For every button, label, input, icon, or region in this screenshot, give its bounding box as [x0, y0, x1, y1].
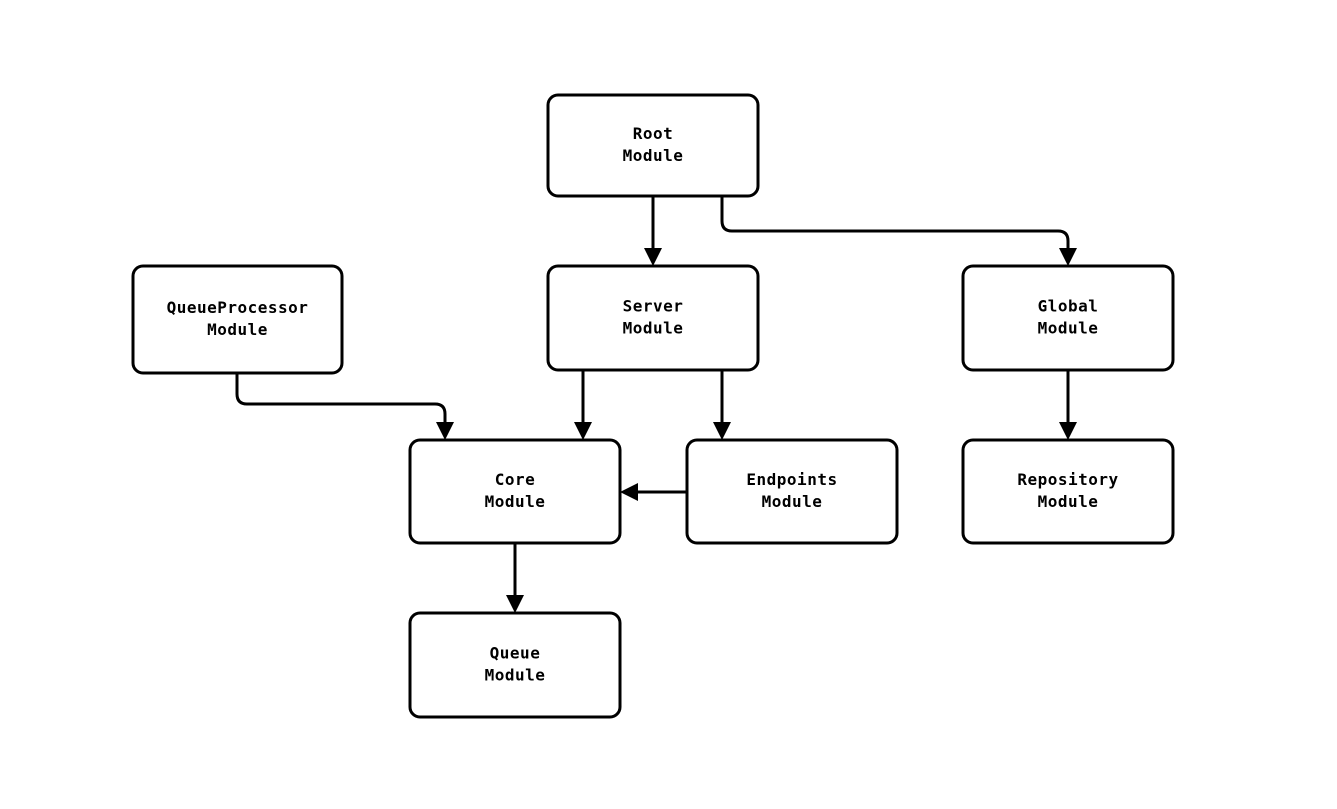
arrowhead-icon [713, 422, 731, 440]
node-global[interactable]: GlobalModuleGlobal Module [961, 264, 1175, 372]
node-box-root[interactable] [546, 93, 760, 198]
node-box-server[interactable] [546, 264, 760, 372]
edge-global-to-repository: Global Module to Repository Module [1059, 370, 1077, 440]
node-root[interactable]: RootModuleRoot Module [546, 93, 760, 198]
node-queue[interactable]: QueueModuleQueue Module [408, 611, 622, 719]
node-label-core-line1: Core [495, 470, 536, 489]
node-label-global-line1: Global [1038, 297, 1099, 316]
node-box-core[interactable] [408, 438, 622, 545]
node-box-repository[interactable] [961, 438, 1175, 545]
node-label-repository-line1: Repository [1017, 470, 1118, 489]
node-label-core-line2: Module [485, 492, 546, 511]
edge-core-to-queue: Core Module to Queue Module [506, 543, 524, 613]
node-queueprocessor[interactable]: QueueProcessorModuleQueueProcessor Modul… [131, 264, 344, 375]
arrowhead-icon [620, 483, 638, 501]
node-repository[interactable]: RepositoryModuleRepository Module [961, 438, 1175, 545]
node-label-queue-line2: Module [485, 666, 546, 685]
edge-server-to-core: Server Module to Core Module [574, 370, 592, 440]
arrowhead-icon [506, 595, 524, 613]
node-label-endpoints-line1: Endpoints [746, 470, 837, 489]
node-label-queueprocessor-line2: Module [207, 320, 268, 339]
node-core[interactable]: CoreModuleCore Module [408, 438, 622, 545]
node-endpoints[interactable]: EndpointsModuleEndpoints Module [685, 438, 899, 545]
edge-queueprocessor-to-core: QueueProcessor Module to Core Module [235, 373, 454, 440]
node-label-server-line2: Module [623, 319, 684, 338]
edge-line-queueprocessor-to-core [235, 373, 447, 430]
arrowhead-icon [1059, 422, 1077, 440]
node-label-global-line2: Module [1038, 319, 1099, 338]
edge-server-to-endpoints: Server Module to Endpoints Module [713, 370, 731, 440]
nodes-layer: RootModuleRoot ModuleQueueProcessorModul… [131, 93, 1175, 719]
edge-endpoints-to-core: Endpoints Module to Core Module [620, 483, 687, 501]
arrowhead-icon [574, 422, 592, 440]
node-box-queue[interactable] [408, 611, 622, 719]
node-label-queue-line1: Queue [490, 644, 541, 663]
node-box-queueprocessor[interactable] [131, 264, 344, 375]
node-label-endpoints-line2: Module [762, 492, 823, 511]
arrowhead-icon [436, 422, 454, 440]
node-label-server-line1: Server [623, 297, 684, 316]
arrowhead-icon [644, 248, 662, 266]
node-box-global[interactable] [961, 264, 1175, 372]
edge-root-to-global: Root Module to Global Module [720, 196, 1077, 266]
arrowhead-icon [1059, 248, 1077, 266]
node-label-queueprocessor-line1: QueueProcessor [167, 298, 309, 317]
node-box-endpoints[interactable] [685, 438, 899, 545]
node-label-root-line1: Root [633, 124, 674, 143]
edges-layer: Root Module to Server Module Root Module … [235, 196, 1077, 613]
node-label-root-line2: Module [623, 146, 684, 165]
node-label-repository-line2: Module [1038, 492, 1099, 511]
edge-root-to-server: Root Module to Server Module [644, 196, 662, 266]
edge-line-root-to-global [720, 196, 1070, 256]
node-server[interactable]: ServerModuleServer Module [546, 264, 760, 372]
